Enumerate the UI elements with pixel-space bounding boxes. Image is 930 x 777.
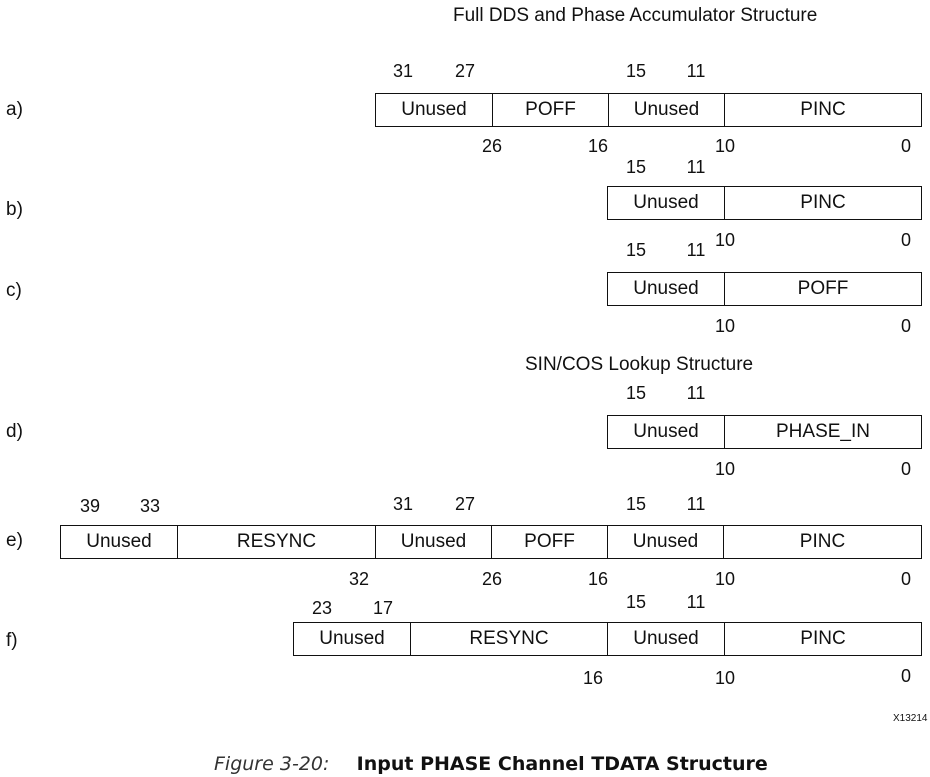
register-f: Unused RESYNC Unused PINC xyxy=(293,622,922,656)
bit-index: 15 xyxy=(625,240,647,260)
bit-index: 10 xyxy=(714,316,736,336)
field-unused: Unused xyxy=(608,187,725,219)
bit-index: 11 xyxy=(686,240,706,260)
row-label-e: e) xyxy=(6,530,23,551)
row-label-a: a) xyxy=(6,99,23,120)
bit-index: 11 xyxy=(686,592,706,612)
bit-index: 15 xyxy=(625,157,647,177)
bit-index: 31 xyxy=(392,61,414,81)
field-pinc: PINC xyxy=(799,531,846,552)
row-label-f: f) xyxy=(6,630,18,651)
bit-index: 16 xyxy=(587,136,609,156)
bit-index: 15 xyxy=(625,592,647,612)
field-resync: RESYNC xyxy=(178,526,376,558)
bit-index: 0 xyxy=(900,316,911,336)
bit-index: 11 xyxy=(686,494,706,514)
figure-title: Input PHASE Channel TDATA Structure xyxy=(356,753,768,775)
field-unused: Unused xyxy=(608,273,725,305)
field-unused: Unused xyxy=(608,526,724,558)
bit-index: 17 xyxy=(372,598,394,618)
register-b: Unused PINC xyxy=(607,186,922,220)
figure-caption: Figure 3-20: Input PHASE Channel TDATA S… xyxy=(214,753,768,776)
bit-index: 15 xyxy=(625,494,647,514)
bit-index: 0 xyxy=(900,459,911,479)
bit-index: 23 xyxy=(311,598,333,618)
bit-index: 16 xyxy=(587,569,609,589)
section-title-full-dds: Full DDS and Phase Accumulator Structure xyxy=(453,5,818,26)
row-label-b: b) xyxy=(6,199,23,220)
register-a: Unused POFF Unused PINC xyxy=(375,93,922,127)
bit-index: 11 xyxy=(686,157,706,177)
row-label-c: c) xyxy=(6,280,22,301)
figure-code: X13214 xyxy=(893,713,928,724)
bit-index: 26 xyxy=(481,136,503,156)
field-poff: POFF xyxy=(797,278,849,299)
bit-index: 10 xyxy=(714,136,736,156)
field-unused: Unused xyxy=(609,94,725,126)
bit-index: 15 xyxy=(625,383,647,403)
field-pinc: PINC xyxy=(800,192,846,213)
bit-index: 0 xyxy=(900,666,911,686)
field-unused: Unused xyxy=(61,526,178,558)
bit-index: 27 xyxy=(454,494,476,514)
section-title-sincos: SIN/COS Lookup Structure xyxy=(525,354,754,375)
bit-index: 0 xyxy=(900,136,911,156)
register-d: Unused PHASE_IN xyxy=(607,415,922,449)
field-unused: Unused xyxy=(608,623,725,655)
field-poff: POFF xyxy=(492,526,608,558)
bit-index: 0 xyxy=(900,230,911,250)
bit-index: 15 xyxy=(625,61,647,81)
field-unused: Unused xyxy=(608,416,725,448)
bit-index: 39 xyxy=(79,496,101,516)
bit-index: 32 xyxy=(348,569,370,589)
bit-index: 11 xyxy=(686,383,706,403)
bit-index: 33 xyxy=(139,496,161,516)
bit-index: 10 xyxy=(714,569,736,589)
field-unused: Unused xyxy=(376,526,492,558)
bit-index: 10 xyxy=(714,668,736,688)
bit-index: 26 xyxy=(481,569,503,589)
field-pinc: PINC xyxy=(800,99,846,120)
bit-index: 31 xyxy=(392,494,414,514)
register-c: Unused POFF xyxy=(607,272,922,306)
register-e: Unused RESYNC Unused POFF Unused PINC xyxy=(60,525,922,559)
field-resync: RESYNC xyxy=(411,623,608,655)
figure-number: Figure 3-20: xyxy=(214,753,330,775)
bit-index: 0 xyxy=(900,569,911,589)
field-phase-in: PHASE_IN xyxy=(776,421,870,442)
field-unused: Unused xyxy=(294,623,411,655)
field-pinc: PINC xyxy=(800,628,846,649)
field-unused: Unused xyxy=(376,94,493,126)
field-poff: POFF xyxy=(493,94,609,126)
bit-index: 16 xyxy=(582,668,604,688)
bit-index: 27 xyxy=(454,61,476,81)
bit-index: 10 xyxy=(714,459,736,479)
bit-index: 11 xyxy=(686,61,706,81)
row-label-d: d) xyxy=(6,421,23,442)
bit-index: 10 xyxy=(714,230,736,250)
